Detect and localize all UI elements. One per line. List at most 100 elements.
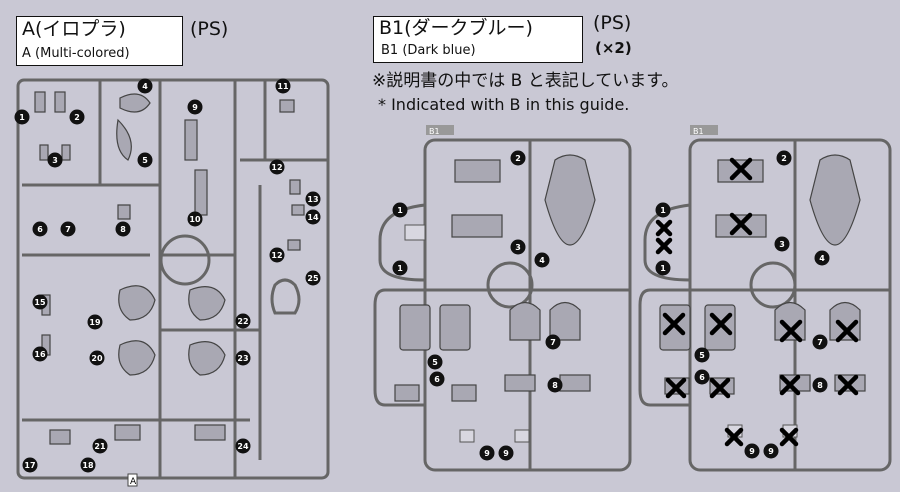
part-number-marker: 9 [763, 443, 779, 459]
part-number-circle [269, 159, 285, 175]
part-number-label: 8 [120, 225, 126, 234]
runner-a-tag: A [130, 477, 137, 487]
part-number-marker: 2 [776, 150, 792, 166]
part-number-label: 13 [307, 195, 318, 204]
part-number-circle [305, 209, 321, 225]
part-number-marker: 14 [305, 209, 321, 225]
part-number-circle [235, 438, 251, 454]
part-number-marker: 23 [235, 350, 251, 366]
part-number-marker: 6 [429, 371, 445, 387]
part-number-marker: 15 [32, 294, 48, 310]
part-number-circle [47, 152, 63, 168]
part-number-label: 1 [19, 113, 25, 122]
part-number-label: 5 [142, 156, 148, 165]
part-number-marker: 22 [235, 313, 251, 329]
part-number-circle [774, 236, 790, 252]
part-number-marker: 11 [275, 78, 291, 94]
part-number-marker: 1 [655, 260, 671, 276]
part-number-circle [429, 371, 445, 387]
part-number-label: 23 [237, 354, 248, 363]
part-number-label: 25 [307, 274, 319, 283]
part-number-marker: 1 [14, 109, 30, 125]
part-number-marker: 13 [305, 191, 321, 207]
runner-a: A [16, 78, 330, 487]
part-number-marker: 7 [60, 221, 76, 237]
part-number-marker: 8 [547, 377, 563, 393]
part-number-label: 20 [91, 354, 103, 363]
part-number-label: 8 [817, 381, 823, 390]
part-number-label: 16 [34, 350, 46, 359]
part-number-label: 9 [484, 449, 490, 458]
part-number-circle [60, 221, 76, 237]
part-number-label: 9 [749, 447, 755, 456]
part-number-label: 19 [89, 318, 101, 327]
part-number-circle [510, 150, 526, 166]
part-number-label: 1 [397, 264, 403, 273]
part-number-marker: 9 [187, 99, 203, 115]
part-number-circle [80, 457, 96, 473]
part-number-circle [275, 78, 291, 94]
part-number-circle [14, 109, 30, 125]
sheet-b-quantity: (×2) [595, 39, 632, 57]
part-number-circle [187, 99, 203, 115]
part-number-circle [655, 260, 671, 276]
part-number-label: 8 [552, 381, 558, 390]
part-number-marker: 5 [137, 152, 153, 168]
part-number-circle [305, 270, 321, 286]
part-number-marker: 3 [510, 239, 526, 255]
part-number-circle [392, 202, 408, 218]
unused-part-marks [655, 157, 859, 447]
part-number-circle [235, 313, 251, 329]
part-number-circle [137, 78, 153, 94]
part-number-label: 7 [817, 338, 823, 347]
note-japanese: ※説明書の中では B と表記しています。 [372, 71, 679, 91]
part-number-label: 5 [699, 351, 705, 360]
part-number-circle [32, 221, 48, 237]
part-number-label: 14 [307, 213, 319, 222]
part-number-label: 3 [515, 243, 521, 252]
runner-b-right: B1 [638, 125, 892, 472]
sheet-b-material: (PS) [593, 12, 632, 34]
part-number-label: 12 [271, 163, 282, 172]
part-number-label: 21 [94, 442, 106, 451]
part-number-label: 4 [142, 82, 148, 91]
part-number-label: 9 [503, 449, 509, 458]
sheet-b-label-box [373, 16, 583, 63]
sheet-a-label-box [16, 16, 183, 66]
part-number-marker: 4 [814, 250, 830, 266]
sheet-a-subtitle: A (Multi-colored) [22, 46, 130, 61]
part-number-circle [69, 109, 85, 125]
part-number-marker: 12 [269, 159, 285, 175]
part-number-marker: 1 [655, 202, 671, 218]
part-number-label: 5 [432, 358, 438, 367]
part-number-circle [534, 252, 550, 268]
part-number-marker: 8 [812, 377, 828, 393]
part-number-marker: 18 [80, 457, 96, 473]
part-number-marker: 3 [47, 152, 63, 168]
part-number-marker: 1 [392, 260, 408, 276]
part-number-marker: 4 [137, 78, 153, 94]
part-number-marker: 8 [115, 221, 131, 237]
part-number-marker: 17 [22, 457, 38, 473]
part-number-circle [187, 211, 203, 227]
part-number-marker: 9 [479, 445, 495, 461]
part-number-marker: 6 [694, 369, 710, 385]
runner-b-left: B1 [373, 125, 632, 472]
part-number-label: 12 [271, 251, 282, 260]
part-number-marker: 20 [89, 350, 105, 366]
part-number-label: 2 [781, 154, 787, 163]
part-number-circle [22, 457, 38, 473]
part-number-circle [510, 239, 526, 255]
part-number-circle [235, 350, 251, 366]
part-number-marker: 10 [187, 211, 203, 227]
part-number-circle [547, 377, 563, 393]
part-number-marker: 25 [305, 270, 321, 286]
part-number-marker: 1 [392, 202, 408, 218]
part-number-circle [479, 445, 495, 461]
part-number-marker: 21 [92, 438, 108, 454]
part-number-label: 9 [192, 103, 198, 112]
